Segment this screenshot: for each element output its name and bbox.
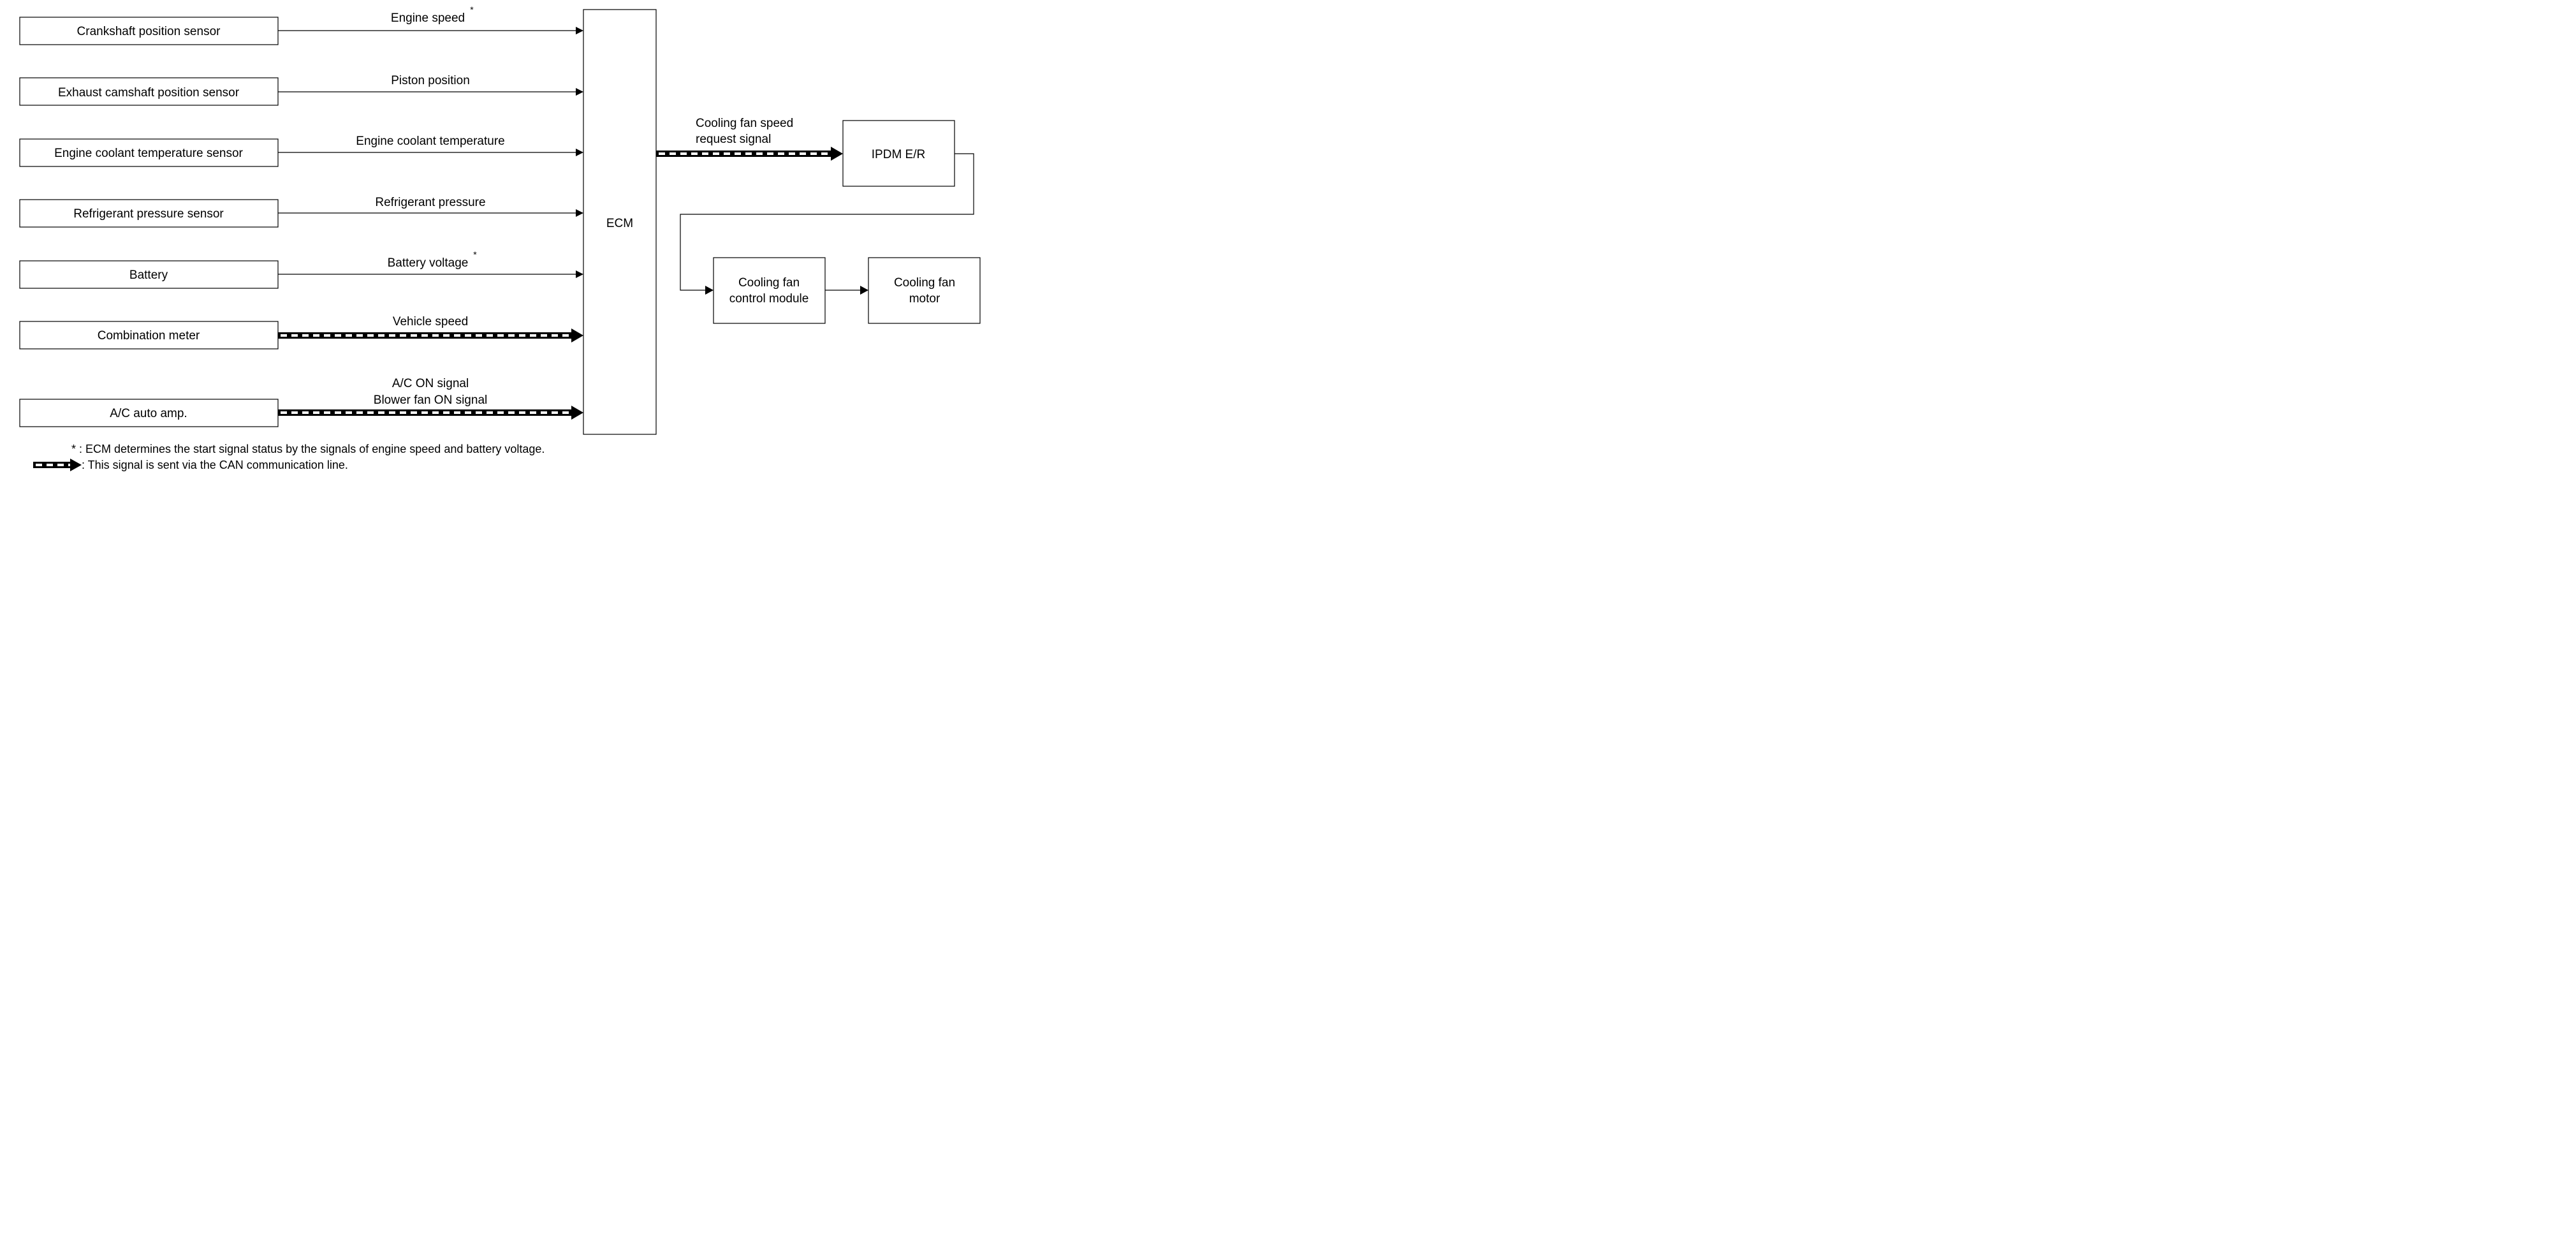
fan-request-label-line2: request signal <box>696 133 771 146</box>
battery-voltage-signal-label: Battery voltage <box>388 256 469 270</box>
ipdm-label: IPDM E/R <box>872 148 925 161</box>
refrigerant-sensor-box <box>19 199 279 228</box>
blower-fan-on-signal-label: Blower fan ON signal <box>374 394 487 407</box>
output-cooling-fan-request: Cooling fan speed request signal <box>656 117 843 161</box>
cooling-fan-control-diagram: Crankshaft position sensor Engine speed … <box>19 4 981 471</box>
vehicle-speed-signal-label: Vehicle speed <box>393 315 468 328</box>
input-battery: Battery Battery voltage * <box>19 249 583 289</box>
ac-signals-arrowhead <box>571 406 583 420</box>
battery-voltage-arrowhead <box>576 270 583 278</box>
can-note: : This signal is sent via the CAN commun… <box>82 459 348 471</box>
combination-meter-label: Combination meter <box>98 329 200 342</box>
exhaust-camshaft-sensor-box <box>19 77 279 106</box>
engine-speed-asterisk: * <box>470 4 474 15</box>
ecm-label: ECM <box>606 217 633 230</box>
ipdm-block: IPDM E/R <box>842 120 955 187</box>
coolant-temp-arrowhead <box>576 149 583 156</box>
crankshaft-sensor-label: Crankshaft position sensor <box>77 25 221 38</box>
fan-module-input-arrowhead <box>705 286 714 295</box>
crankshaft-sensor-box <box>19 17 279 45</box>
input-refrigerant: Refrigerant pressure sensor Refrigerant … <box>19 196 583 228</box>
fan-module-to-motor-wire <box>825 286 868 295</box>
input-crankshaft: Crankshaft position sensor Engine speed … <box>19 4 583 45</box>
battery-voltage-asterisk: * <box>473 249 477 260</box>
fan-module-label-line1: Cooling fan <box>738 276 800 290</box>
ipdm-output-line <box>680 153 974 291</box>
fan-motor-label-line2: motor <box>909 292 940 305</box>
fan-motor-arrowhead <box>860 286 868 295</box>
piston-position-arrowhead <box>576 88 583 96</box>
fan-request-label-line1: Cooling fan speed <box>696 117 793 130</box>
vehicle-speed-arrowhead <box>571 328 583 342</box>
refrigerant-pressure-arrowhead <box>576 209 583 217</box>
ac-on-signal-label: A/C ON signal <box>392 377 469 390</box>
coolant-temp-sensor-label: Engine coolant temperature sensor <box>54 147 243 160</box>
piston-position-signal-label: Piston position <box>391 74 470 87</box>
refrigerant-pressure-signal-label: Refrigerant pressure <box>375 196 485 209</box>
input-combination-meter: Combination meter Vehicle speed <box>19 315 583 349</box>
legend-can-arrowhead <box>70 459 82 471</box>
ac-auto-amp-label: A/C auto amp. <box>110 407 187 420</box>
exhaust-camshaft-sensor-label: Exhaust camshaft position sensor <box>58 86 240 99</box>
combination-meter-box <box>19 321 279 349</box>
engine-speed-signal-label: Engine speed <box>391 11 465 25</box>
ipdm-box <box>842 120 955 187</box>
fan-motor-label-line1: Cooling fan <box>894 276 955 290</box>
fan-motor-block: Cooling fan motor <box>868 257 981 324</box>
fan-module-box <box>713 257 826 324</box>
coolant-temp-signal-label: Engine coolant temperature <box>356 135 504 148</box>
ecm-box <box>583 9 657 435</box>
ecm-block: ECM <box>583 9 657 435</box>
battery-label: Battery <box>129 269 168 282</box>
engine-speed-arrowhead <box>576 27 583 34</box>
input-coolant-temp: Engine coolant temperature sensor Engine… <box>19 135 583 167</box>
fan-request-arrowhead <box>831 147 843 161</box>
coolant-temp-sensor-box <box>19 138 279 167</box>
battery-box <box>19 260 279 289</box>
fan-module-block: Cooling fan control module <box>713 257 826 324</box>
ipdm-to-fan-module-wire <box>680 153 974 295</box>
fan-module-label-line2: control module <box>729 292 809 305</box>
refrigerant-sensor-label: Refrigerant pressure sensor <box>73 207 224 221</box>
fan-motor-box <box>868 257 981 324</box>
input-ac-auto-amp: A/C auto amp. A/C ON signal Blower fan O… <box>19 377 583 427</box>
legend: * : ECM determines the start signal stat… <box>33 443 545 471</box>
asterisk-note: * : ECM determines the start signal stat… <box>71 443 545 455</box>
input-exhaust-camshaft: Exhaust camshaft position sensor Piston … <box>19 74 583 106</box>
